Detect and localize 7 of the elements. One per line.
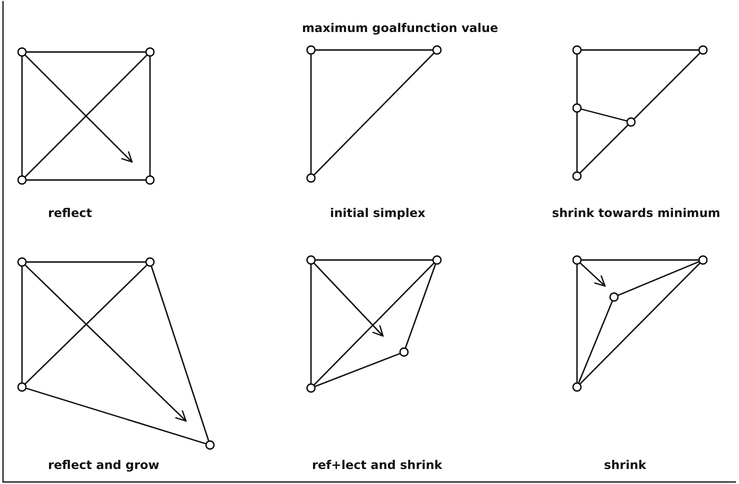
panel-caption: ref+lect and shrink	[312, 458, 442, 472]
panel-caption: shrink towards minimum	[552, 206, 720, 220]
panel-caption: initial simplex	[330, 206, 426, 220]
panel-caption: shrink	[604, 458, 646, 472]
panel-caption: reflect and grow	[48, 458, 160, 472]
diagram-title: maximum goalfunction value	[302, 21, 498, 35]
panel-caption: reflect	[48, 206, 92, 220]
